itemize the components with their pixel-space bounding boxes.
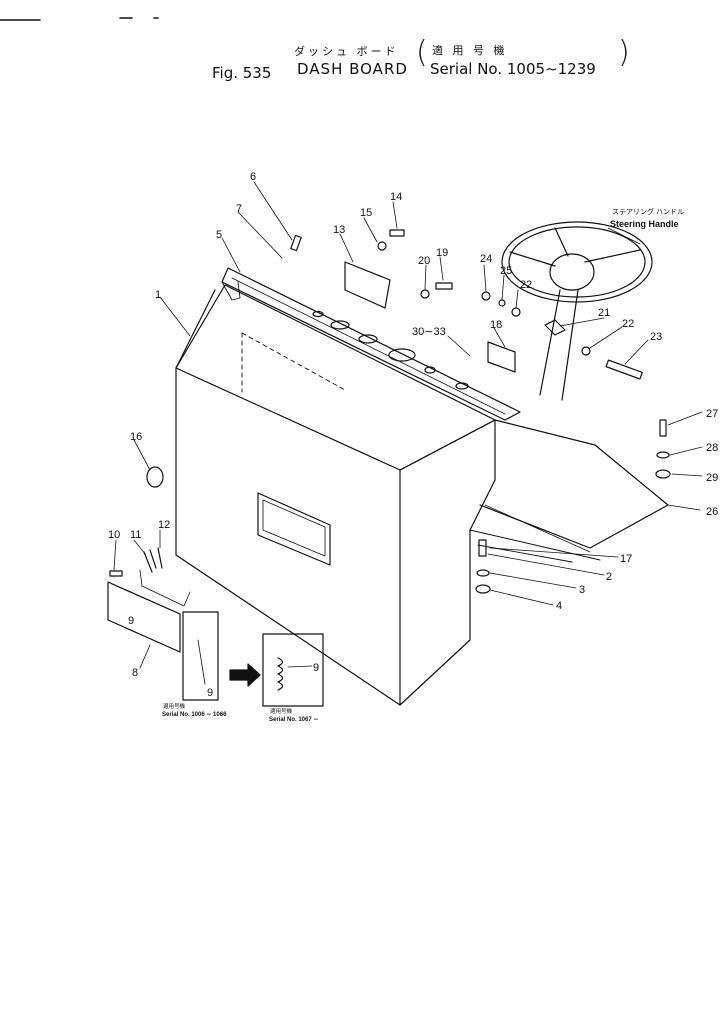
part-label: 8 <box>132 667 138 679</box>
washer-3 <box>476 569 490 577</box>
part-label: 18 <box>490 319 502 331</box>
inset-left-box <box>182 611 219 701</box>
part-label: 1 <box>155 289 161 301</box>
part-label: 24 <box>480 253 492 265</box>
spring-inset <box>277 657 284 691</box>
arrow-icon <box>229 663 261 687</box>
inset-right-box <box>262 633 324 707</box>
part-label: 17 <box>620 553 632 565</box>
part-label: 25 <box>500 265 512 277</box>
part-label: 30∼33 <box>412 326 446 338</box>
part-label: 10 <box>108 529 120 541</box>
part-label: 28 <box>706 442 718 454</box>
part-label: 12 <box>158 519 170 531</box>
part-label: 21 <box>598 307 610 319</box>
part-label: 2 <box>606 571 612 583</box>
serial-japanese: 適 用 号 機 <box>432 44 508 57</box>
part-label: 27 <box>706 408 718 420</box>
nut-24 <box>481 291 491 301</box>
close-paren: ) <box>618 35 630 70</box>
bolt-23 <box>605 359 643 380</box>
part-label: 22 <box>622 318 634 330</box>
inset-left-serial: Serial No. 1006 ∼ 1066 <box>162 712 227 718</box>
steering-wheel <box>501 221 653 401</box>
bolt-14 <box>389 229 405 237</box>
instrument-panel <box>221 267 521 421</box>
nut-15 <box>377 241 387 251</box>
title-japanese: ダッシュ ボード <box>294 45 399 58</box>
steering-label-jp: ステアリング ハンドル <box>612 209 684 216</box>
steering-label-en: Steering Handle <box>610 219 679 229</box>
pin-12 <box>157 547 163 569</box>
grommet-16 <box>146 466 164 488</box>
part-label: 29 <box>706 472 718 484</box>
spring-11 <box>143 549 157 573</box>
washer-4 <box>475 584 491 594</box>
part-label: 26 <box>706 506 718 518</box>
washer-20 <box>420 289 430 299</box>
bolt-6 <box>290 234 302 252</box>
inset-right-serial: Serial No. 1067 ∼ <box>269 717 319 723</box>
part-label: 11 <box>130 529 141 541</box>
washer-29 <box>655 469 671 479</box>
part-label: 23 <box>650 331 662 343</box>
dashboard-body <box>175 284 601 706</box>
part-label: 15 <box>360 207 372 219</box>
part-label: 9 <box>313 662 319 674</box>
part-label: 20 <box>418 255 430 267</box>
nut-22a <box>511 307 521 317</box>
clamp-21 <box>544 319 566 336</box>
part-label: 3 <box>579 584 585 596</box>
part-label: 4 <box>556 600 562 612</box>
bracket-13 <box>344 261 391 309</box>
part-label: 5 <box>216 229 222 241</box>
part-label: 9 <box>128 615 134 627</box>
open-paren: ( <box>416 35 428 70</box>
part-label: 22 <box>520 279 532 291</box>
bolt-10 <box>109 570 123 577</box>
bolt-19 <box>435 282 453 290</box>
inset-right-jp: 適用号機 <box>270 709 293 715</box>
nut-22b <box>581 346 591 356</box>
part-label: 6 <box>250 171 256 183</box>
nut-25 <box>498 299 506 307</box>
floor-plate <box>479 419 669 553</box>
lid-8 <box>107 581 181 653</box>
part-label: 19 <box>436 247 448 259</box>
serial-range: Serial No. 1005∼1239 <box>430 60 596 78</box>
part-label: 13 <box>333 224 345 236</box>
figure-number: Fig. 535 <box>212 64 272 82</box>
part-label: 9 <box>207 687 213 699</box>
box-opening <box>257 492 331 566</box>
bolt-27 <box>659 419 667 437</box>
part-label: 14 <box>390 191 402 203</box>
washer-28 <box>656 451 670 459</box>
figure-title: DASH BOARD <box>297 60 408 78</box>
bracket-18 <box>487 341 516 373</box>
inset-left-jp: 適用号機 <box>163 704 186 710</box>
part-label: 16 <box>130 431 142 443</box>
part-label: 7 <box>236 203 242 215</box>
bolt-17 <box>478 539 487 557</box>
